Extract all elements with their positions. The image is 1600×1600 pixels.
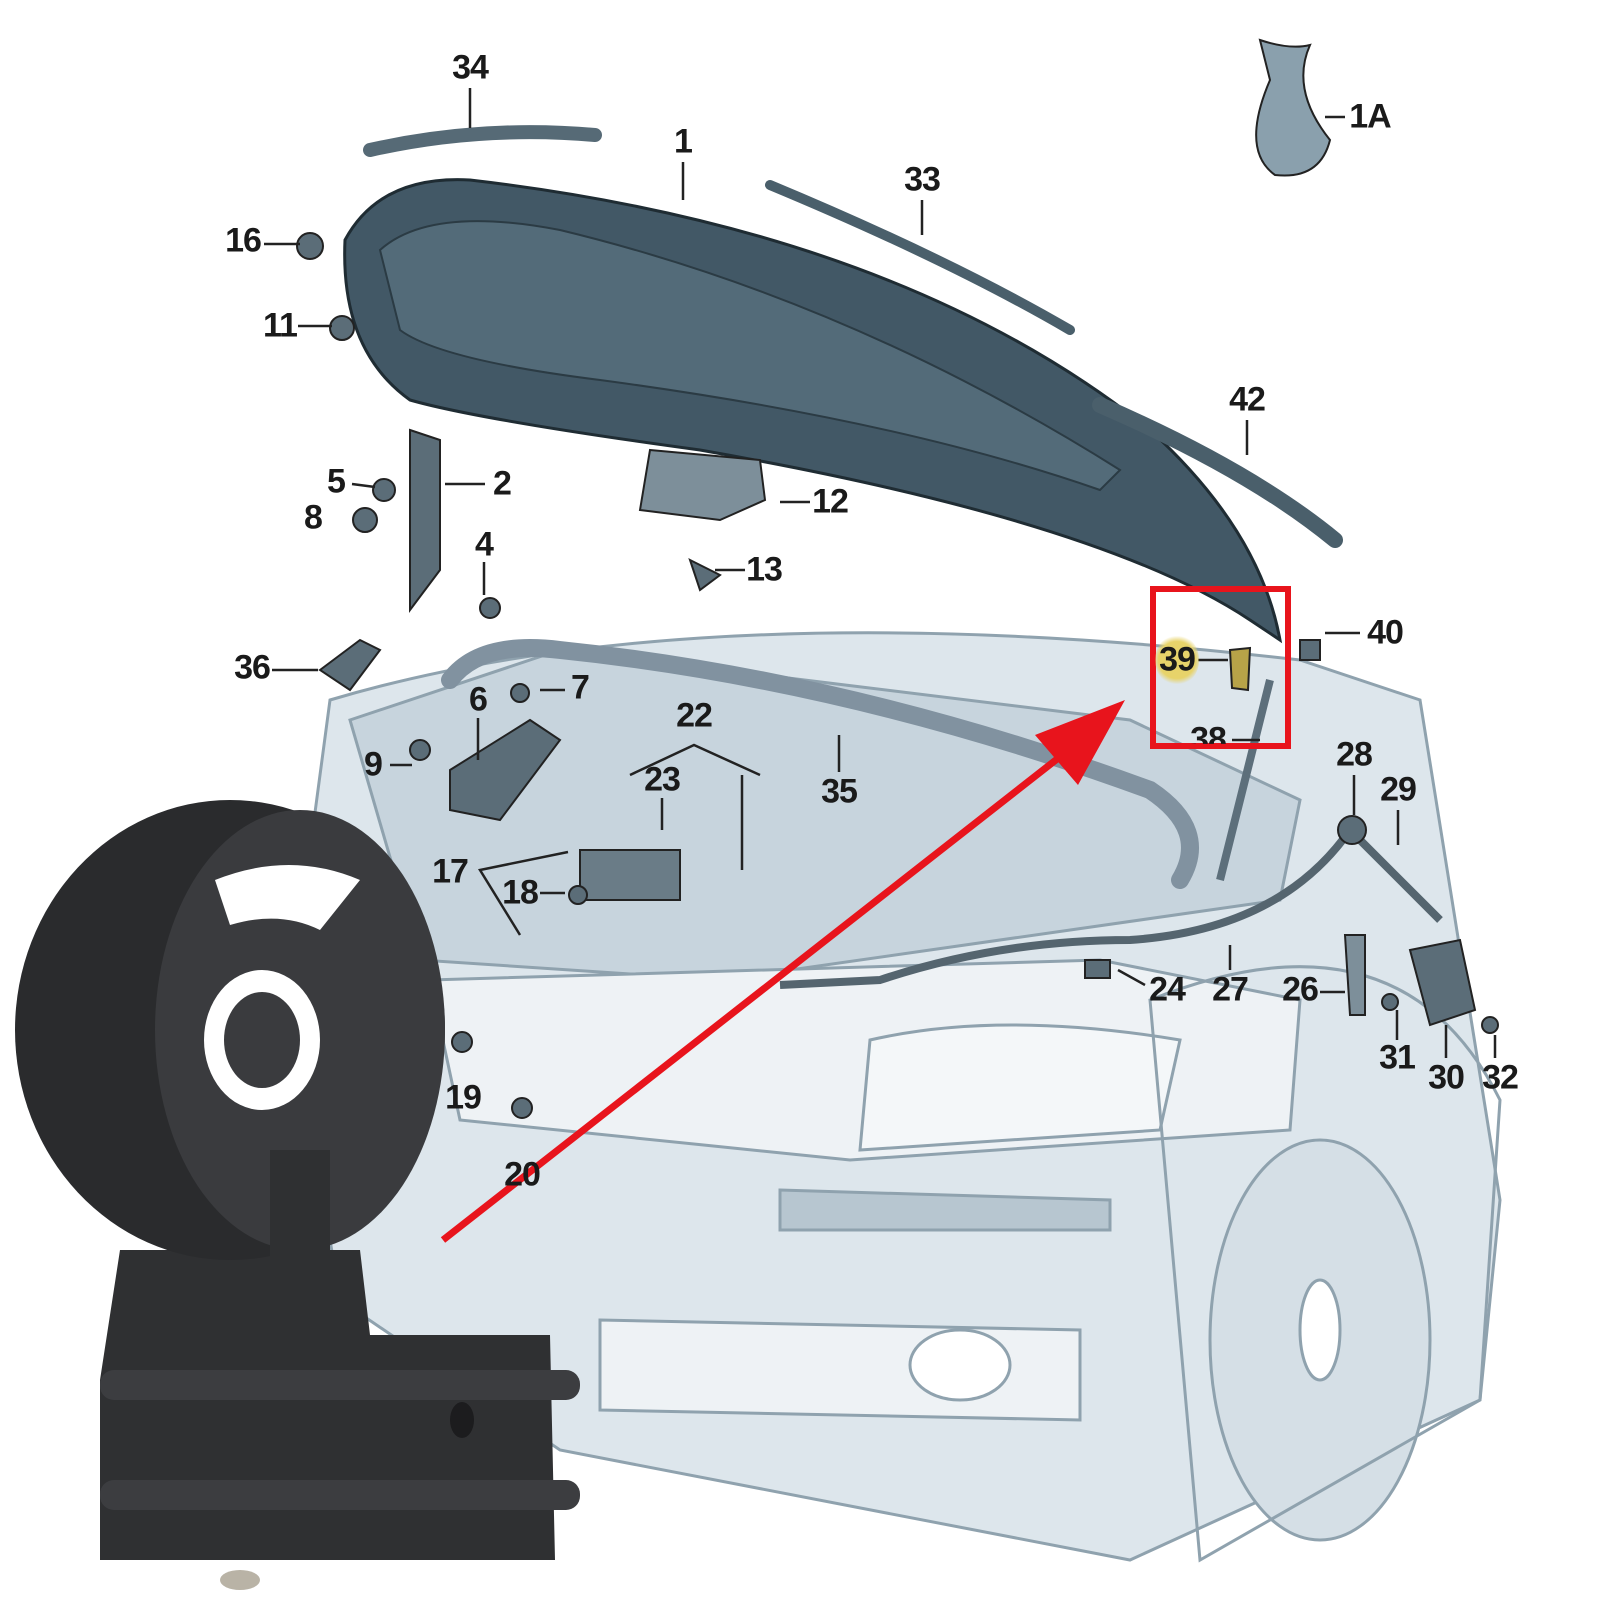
- seal-strip-33: [765, 180, 1075, 335]
- callout-5: 5: [327, 462, 346, 501]
- callout-27: 27: [1212, 970, 1249, 1009]
- callout-19: 19: [445, 1078, 482, 1117]
- callout-1a: 1A: [1349, 97, 1391, 136]
- callout-23: 23: [644, 760, 681, 799]
- callout-34: 34: [452, 48, 489, 87]
- release-cable: [779, 823, 1443, 989]
- callout-31: 31: [1379, 1038, 1416, 1077]
- pointer-arrow: [440, 700, 1125, 1243]
- callout-24: 24: [1149, 970, 1186, 1009]
- callout-20: 20: [504, 1155, 541, 1194]
- hood-prop-rod: [1216, 679, 1274, 881]
- part-photo-hood-rod-holder: [15, 800, 580, 1590]
- callout-35: 35: [821, 772, 858, 811]
- callout-7: 7: [571, 668, 590, 707]
- callout-39-highlighted: 39: [1155, 634, 1199, 686]
- callout-30: 30: [1428, 1058, 1465, 1097]
- hood: [343, 178, 1283, 644]
- callout-8: 8: [304, 498, 323, 537]
- callout-28: 28: [1336, 735, 1373, 774]
- callout-2: 2: [493, 464, 512, 503]
- callout-40: 40: [1367, 613, 1404, 652]
- callout-13: 13: [746, 550, 783, 589]
- callout-1: 1: [674, 122, 693, 161]
- callout-17: 17: [432, 852, 469, 891]
- callout-18: 18: [502, 873, 539, 912]
- callout-16: 16: [225, 221, 262, 260]
- callout-4: 4: [475, 525, 494, 564]
- callout-33: 33: [904, 160, 941, 199]
- callout-36: 36: [234, 648, 271, 687]
- callout-42: 42: [1229, 380, 1266, 419]
- callout-29: 29: [1380, 770, 1417, 809]
- seal-strip-42: [1092, 397, 1343, 548]
- callout-22: 22: [676, 696, 713, 735]
- highlight-box: [1150, 586, 1291, 749]
- callout-38: 38: [1190, 720, 1226, 759]
- callout-9: 9: [364, 745, 383, 784]
- seal-strip-34: [363, 125, 602, 157]
- callout-26: 26: [1282, 970, 1319, 1009]
- callout-11: 11: [263, 306, 298, 345]
- small-parts: [296, 38, 1499, 1119]
- callout-12: 12: [812, 482, 849, 521]
- callout-6: 6: [469, 680, 488, 719]
- leader-lines: [264, 88, 1497, 1058]
- seal-strip-35: [441, 639, 1199, 889]
- callout-32: 32: [1482, 1058, 1519, 1097]
